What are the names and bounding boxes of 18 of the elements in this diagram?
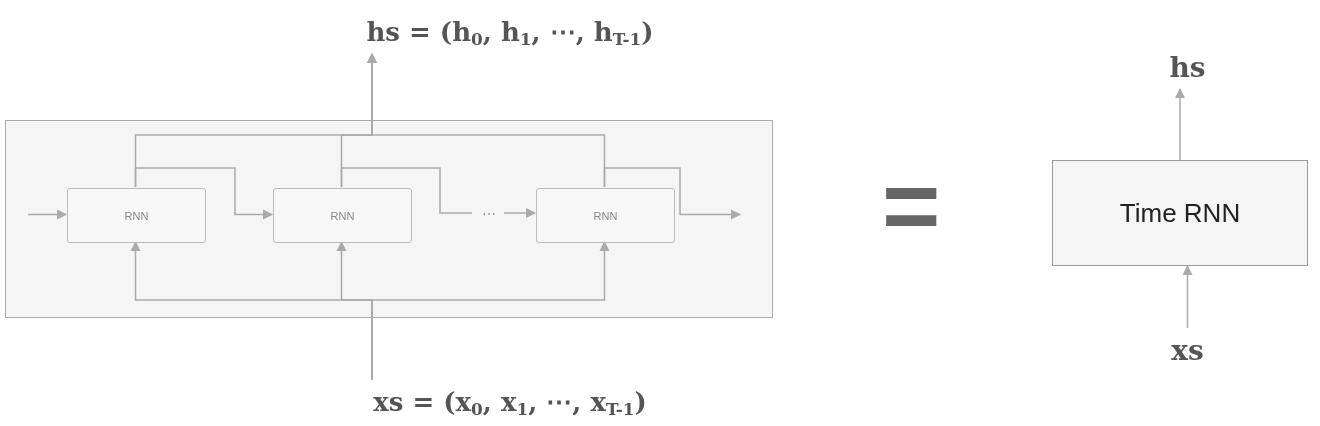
rnn-box: RNN bbox=[536, 188, 675, 243]
formula-text: hs = (h$_{0}$, h$_{1}$, ⋯, h$_{T-1}$) bbox=[320, 10, 700, 54]
arrow bbox=[1182, 264, 1193, 329]
formula-text: xs = (x$_{0}$, x$_{1}$, ⋯, x$_{T-1}$) bbox=[320, 380, 700, 424]
arrow bbox=[366, 52, 606, 188]
rnn-box: RNN bbox=[67, 188, 206, 243]
group-panel bbox=[5, 120, 773, 318]
arrow bbox=[27, 209, 68, 220]
rnn-box: RNN bbox=[273, 188, 412, 243]
formula-text: hs bbox=[1150, 45, 1225, 89]
arrow bbox=[603, 167, 742, 220]
arrow bbox=[134, 167, 274, 220]
ellipsis-text: ⋯ bbox=[473, 203, 505, 225]
time-rnn-box: Time RNN bbox=[1052, 160, 1308, 266]
arrow bbox=[503, 207, 537, 219]
equals-sign: = bbox=[882, 155, 941, 255]
arrow bbox=[1174, 87, 1186, 161]
formula-text: xs bbox=[1150, 328, 1225, 372]
